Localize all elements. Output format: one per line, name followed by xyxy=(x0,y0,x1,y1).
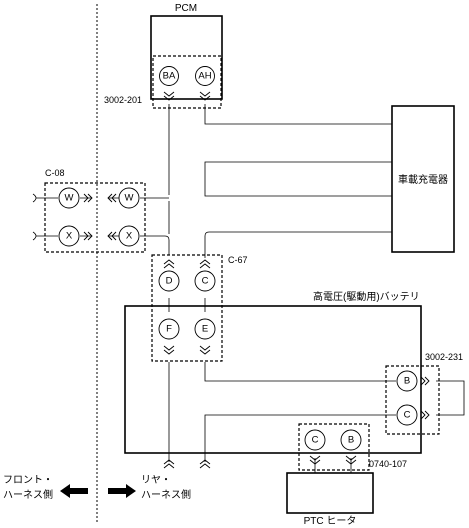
pcm-box xyxy=(150,15,223,100)
wire-e-b xyxy=(204,362,396,382)
pin-c67-f-circle xyxy=(158,318,180,340)
chevron-pcm-ah xyxy=(199,91,211,101)
pin-ptc-b-label: B xyxy=(348,435,354,446)
front-harness-arrow-icon xyxy=(60,484,88,498)
front-harness-label-line1: フロント・ xyxy=(3,475,53,486)
wire-x xyxy=(36,235,170,241)
wire-break-x xyxy=(32,231,37,241)
pin-c08-w-left-circle xyxy=(58,187,80,209)
pin-pcm-ah-label: AH xyxy=(198,71,211,82)
pin-pcm-ah-circle xyxy=(195,66,215,86)
wire-ah xyxy=(204,104,392,125)
chevron-3002-231-b xyxy=(420,376,430,386)
pin-ptc-c-label: C xyxy=(312,435,319,446)
pin-3002-231-b-circle xyxy=(396,370,418,392)
rear-harness-label-line1: リヤ・ xyxy=(141,475,171,486)
wire-charger-c67 xyxy=(204,231,392,258)
wire-charger-loop xyxy=(204,161,392,197)
pin-c08-w-left-label: W xyxy=(65,193,74,204)
connector-0740-107-outline xyxy=(298,423,370,471)
chevron-c67-e xyxy=(199,345,211,355)
pin-3002-231-c-circle xyxy=(396,404,418,426)
battery-label: 高電圧(駆動用)バッテリ xyxy=(313,290,420,303)
charger-box xyxy=(391,105,455,253)
rear-harness-label-line2: ハーネス側 xyxy=(141,488,191,501)
pin-ptc-c-circle xyxy=(304,429,326,451)
charger-label: 車載充電器 xyxy=(398,173,448,186)
chevron-c67-f xyxy=(163,345,175,355)
wire-c-ptc xyxy=(204,414,396,462)
pin-c08-x-left-circle xyxy=(58,225,80,247)
wire-b231-loop xyxy=(436,380,465,416)
pin-ptc-b-circle xyxy=(340,429,362,451)
chevron-c08-x-right xyxy=(107,231,117,241)
connector-0740-107-label: 0740-107 xyxy=(369,459,407,469)
pin-3002-231-b-label: B xyxy=(404,376,410,387)
chevron-rear-f xyxy=(163,459,175,469)
pin-c67-e-label: E xyxy=(202,324,208,335)
front-harness-label-line2: ハーネス側 xyxy=(3,488,53,501)
connector-c08-label: C-08 xyxy=(45,168,65,178)
chevron-ptc-b xyxy=(345,455,357,465)
pin-3002-231-c-label: C xyxy=(404,410,411,421)
pin-c08-x-left-label: X xyxy=(66,231,73,242)
connector-c67-label: C-67 xyxy=(228,255,248,265)
chevron-ptc-c xyxy=(309,455,321,465)
chevron-c67-d xyxy=(163,259,175,269)
ptc-heater-label: PTC ヒータ xyxy=(304,515,357,527)
ptc-heater-box xyxy=(286,472,374,514)
pin-c08-w-right-label: W xyxy=(125,193,134,204)
connector-3002-201-label: 3002-201 xyxy=(104,95,142,105)
chevron-c67-c xyxy=(199,259,211,269)
chevron-pcm-ba xyxy=(163,91,175,101)
chevron-c08-w-left xyxy=(83,193,93,203)
rear-harness-arrow-icon xyxy=(108,484,136,498)
pin-pcm-ba-circle xyxy=(159,66,179,86)
pin-c67-c-label: C xyxy=(202,276,209,287)
connector-3002-231-label: 3002-231 xyxy=(425,352,463,362)
pcm-label: PCM xyxy=(175,3,197,14)
pin-c67-d-circle xyxy=(158,270,180,292)
chevron-rear-e xyxy=(199,459,211,469)
pin-group: BA AH W W X X D C F E B C C B xyxy=(58,66,418,451)
pin-pcm-ba-label: BA xyxy=(163,71,176,82)
pin-c08-w-right-circle xyxy=(118,187,140,209)
connector-c08-outline xyxy=(44,182,146,253)
pin-c67-d-label: D xyxy=(166,276,173,287)
pin-c67-f-label: F xyxy=(166,324,172,335)
chevron-c08-w-right xyxy=(107,193,117,203)
connector-3002-231-outline xyxy=(385,365,440,435)
pin-c08-x-right-circle xyxy=(118,225,140,247)
connector-c67-outline xyxy=(151,254,223,362)
pin-c67-c-circle xyxy=(194,270,216,292)
pin-c67-e-circle xyxy=(194,318,216,340)
pin-c08-x-right-label: X xyxy=(126,231,133,242)
chevron-c08-x-left xyxy=(83,231,93,241)
chevron-3002-231-c xyxy=(420,410,430,420)
wire-break-w xyxy=(32,193,37,203)
